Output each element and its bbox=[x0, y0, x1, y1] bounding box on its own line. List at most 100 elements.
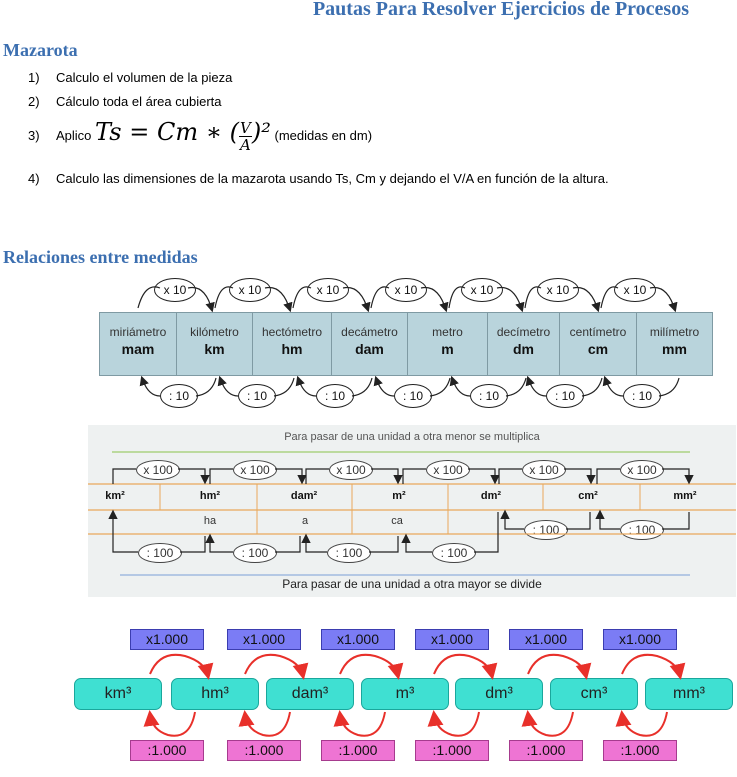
unit-cell: centímetro cm bbox=[560, 313, 637, 375]
multiply-label: x 10 bbox=[537, 278, 579, 302]
area-units-panel: Para pasar de una unidad a otra menor se… bbox=[88, 425, 736, 597]
step-number: 1) bbox=[28, 70, 40, 85]
divide-label: : 10 bbox=[316, 384, 354, 408]
divide-label: : 100 bbox=[327, 543, 371, 563]
divide-label: : 100 bbox=[432, 543, 476, 563]
unit-name: metro bbox=[432, 325, 463, 339]
unit-abbr: mm bbox=[662, 341, 687, 357]
section-heading-mazarota: Mazarota bbox=[3, 40, 78, 60]
step-text: Cálculo toda el área cubierta bbox=[56, 94, 222, 109]
multiply-label: x 10 bbox=[307, 278, 349, 302]
step-number: 3) bbox=[28, 128, 40, 143]
step-2: 2) Cálculo toda el área cubierta bbox=[28, 94, 222, 109]
multiply-label: x1.000 bbox=[509, 629, 583, 650]
step-text: Calculo el volumen de la pieza bbox=[56, 70, 233, 85]
step-number: 4) bbox=[28, 171, 40, 186]
multiply-label: x 10 bbox=[229, 278, 271, 302]
unit-cell: metro m bbox=[408, 313, 488, 375]
divide-label: : 10 bbox=[238, 384, 276, 408]
multiply-label: x 10 bbox=[385, 278, 427, 302]
agrarian-unit: ha bbox=[203, 515, 217, 527]
volume-unit: cm³ bbox=[550, 678, 638, 710]
multiply-label: x 100 bbox=[136, 460, 180, 480]
multiply-label: x1.000 bbox=[603, 629, 677, 650]
step-number: 2) bbox=[28, 94, 40, 109]
unit-abbr: m bbox=[441, 341, 454, 357]
unit-name: hectómetro bbox=[261, 325, 323, 339]
volume-unit: hm³ bbox=[171, 678, 259, 710]
multiply-label: x 10 bbox=[461, 278, 503, 302]
area-unit: km² bbox=[105, 490, 125, 502]
unit-cell: milímetro mm bbox=[637, 313, 712, 375]
unit-cell: miriámetro mam bbox=[100, 313, 177, 375]
unit-name: milímetro bbox=[649, 325, 700, 339]
multiply-label: x1.000 bbox=[227, 629, 301, 650]
volume-unit: dm³ bbox=[455, 678, 543, 710]
unit-abbr: hm bbox=[281, 341, 303, 357]
multiply-label: x 100 bbox=[329, 460, 373, 480]
agrarian-unit: ca bbox=[391, 515, 403, 527]
multiply-label: x1.000 bbox=[321, 629, 395, 650]
step-4: 4) Calculo las dimensiones de la mazarota… bbox=[28, 171, 609, 186]
unit-abbr: dam bbox=[355, 341, 384, 357]
area-unit: mm² bbox=[673, 490, 697, 502]
unit-cell: decímetro dm bbox=[488, 313, 560, 375]
divide-label: : 10 bbox=[160, 384, 198, 408]
section-heading-relaciones: Relaciones entre medidas bbox=[3, 247, 198, 267]
divide-label: : 100 bbox=[233, 543, 277, 563]
divide-label: :1.000 bbox=[509, 740, 583, 761]
multiply-label: x 100 bbox=[620, 460, 664, 480]
multiply-label: x 100 bbox=[426, 460, 470, 480]
divide-label: : 10 bbox=[394, 384, 432, 408]
divide-label: : 100 bbox=[138, 543, 182, 563]
unit-name: decímetro bbox=[496, 325, 551, 339]
unit-cell: hectómetro hm bbox=[253, 313, 332, 375]
multiply-label: x1.000 bbox=[130, 629, 204, 650]
multiply-label: x 100 bbox=[233, 460, 277, 480]
divide-label: :1.000 bbox=[227, 740, 301, 761]
agrarian-unit: a bbox=[301, 515, 309, 527]
multiply-label: x1.000 bbox=[415, 629, 489, 650]
unit-name: miriámetro bbox=[109, 325, 167, 339]
step-prefix: Aplico bbox=[56, 128, 92, 143]
multiply-label: x 10 bbox=[614, 278, 656, 302]
area-unit: hm² bbox=[199, 490, 221, 502]
divide-label: :1.000 bbox=[130, 740, 204, 761]
volume-unit: mm³ bbox=[645, 678, 733, 710]
divide-label: :1.000 bbox=[415, 740, 489, 761]
step-1: 1) Calculo el volumen de la pieza bbox=[28, 70, 232, 85]
divide-label: :1.000 bbox=[321, 740, 395, 761]
area-unit: dam² bbox=[290, 490, 318, 502]
area-unit: cm² bbox=[578, 490, 598, 502]
formula-end: )² bbox=[251, 118, 271, 146]
divide-hint: Para pasar de una unidad a otra mayor se… bbox=[282, 577, 542, 591]
fraction-numerator: V bbox=[239, 119, 252, 138]
step-suffix: (medidas en dm) bbox=[274, 128, 373, 143]
fraction-denominator: A bbox=[240, 136, 251, 155]
divide-label: : 10 bbox=[623, 384, 661, 408]
unit-name: centímetro bbox=[569, 325, 627, 339]
step-text: Calculo las dimensiones de la mazarota u… bbox=[56, 171, 609, 186]
volume-unit: dam³ bbox=[266, 678, 354, 710]
volume-unit: m³ bbox=[361, 678, 449, 710]
unit-abbr: dm bbox=[513, 341, 534, 357]
unit-abbr: mam bbox=[121, 341, 155, 357]
unit-cell: decámetro dam bbox=[332, 313, 408, 375]
multiply-label: x 100 bbox=[522, 460, 566, 480]
unit-abbr: cm bbox=[587, 341, 609, 357]
multiply-label: x 10 bbox=[154, 278, 196, 302]
formula: Ts = Cm ∗ ( bbox=[95, 118, 240, 146]
area-unit: dm² bbox=[480, 490, 502, 502]
unit-name: decámetro bbox=[341, 325, 398, 339]
page-title: Pautas Para Resolver Ejercicios de Proce… bbox=[312, 0, 689, 20]
multiply-hint: Para pasar de una unidad a otra menor se… bbox=[284, 431, 540, 443]
unit-abbr: km bbox=[204, 341, 225, 357]
volume-unit: km³ bbox=[74, 678, 162, 710]
divide-label: :1.000 bbox=[603, 740, 677, 761]
area-unit: m² bbox=[392, 490, 406, 502]
